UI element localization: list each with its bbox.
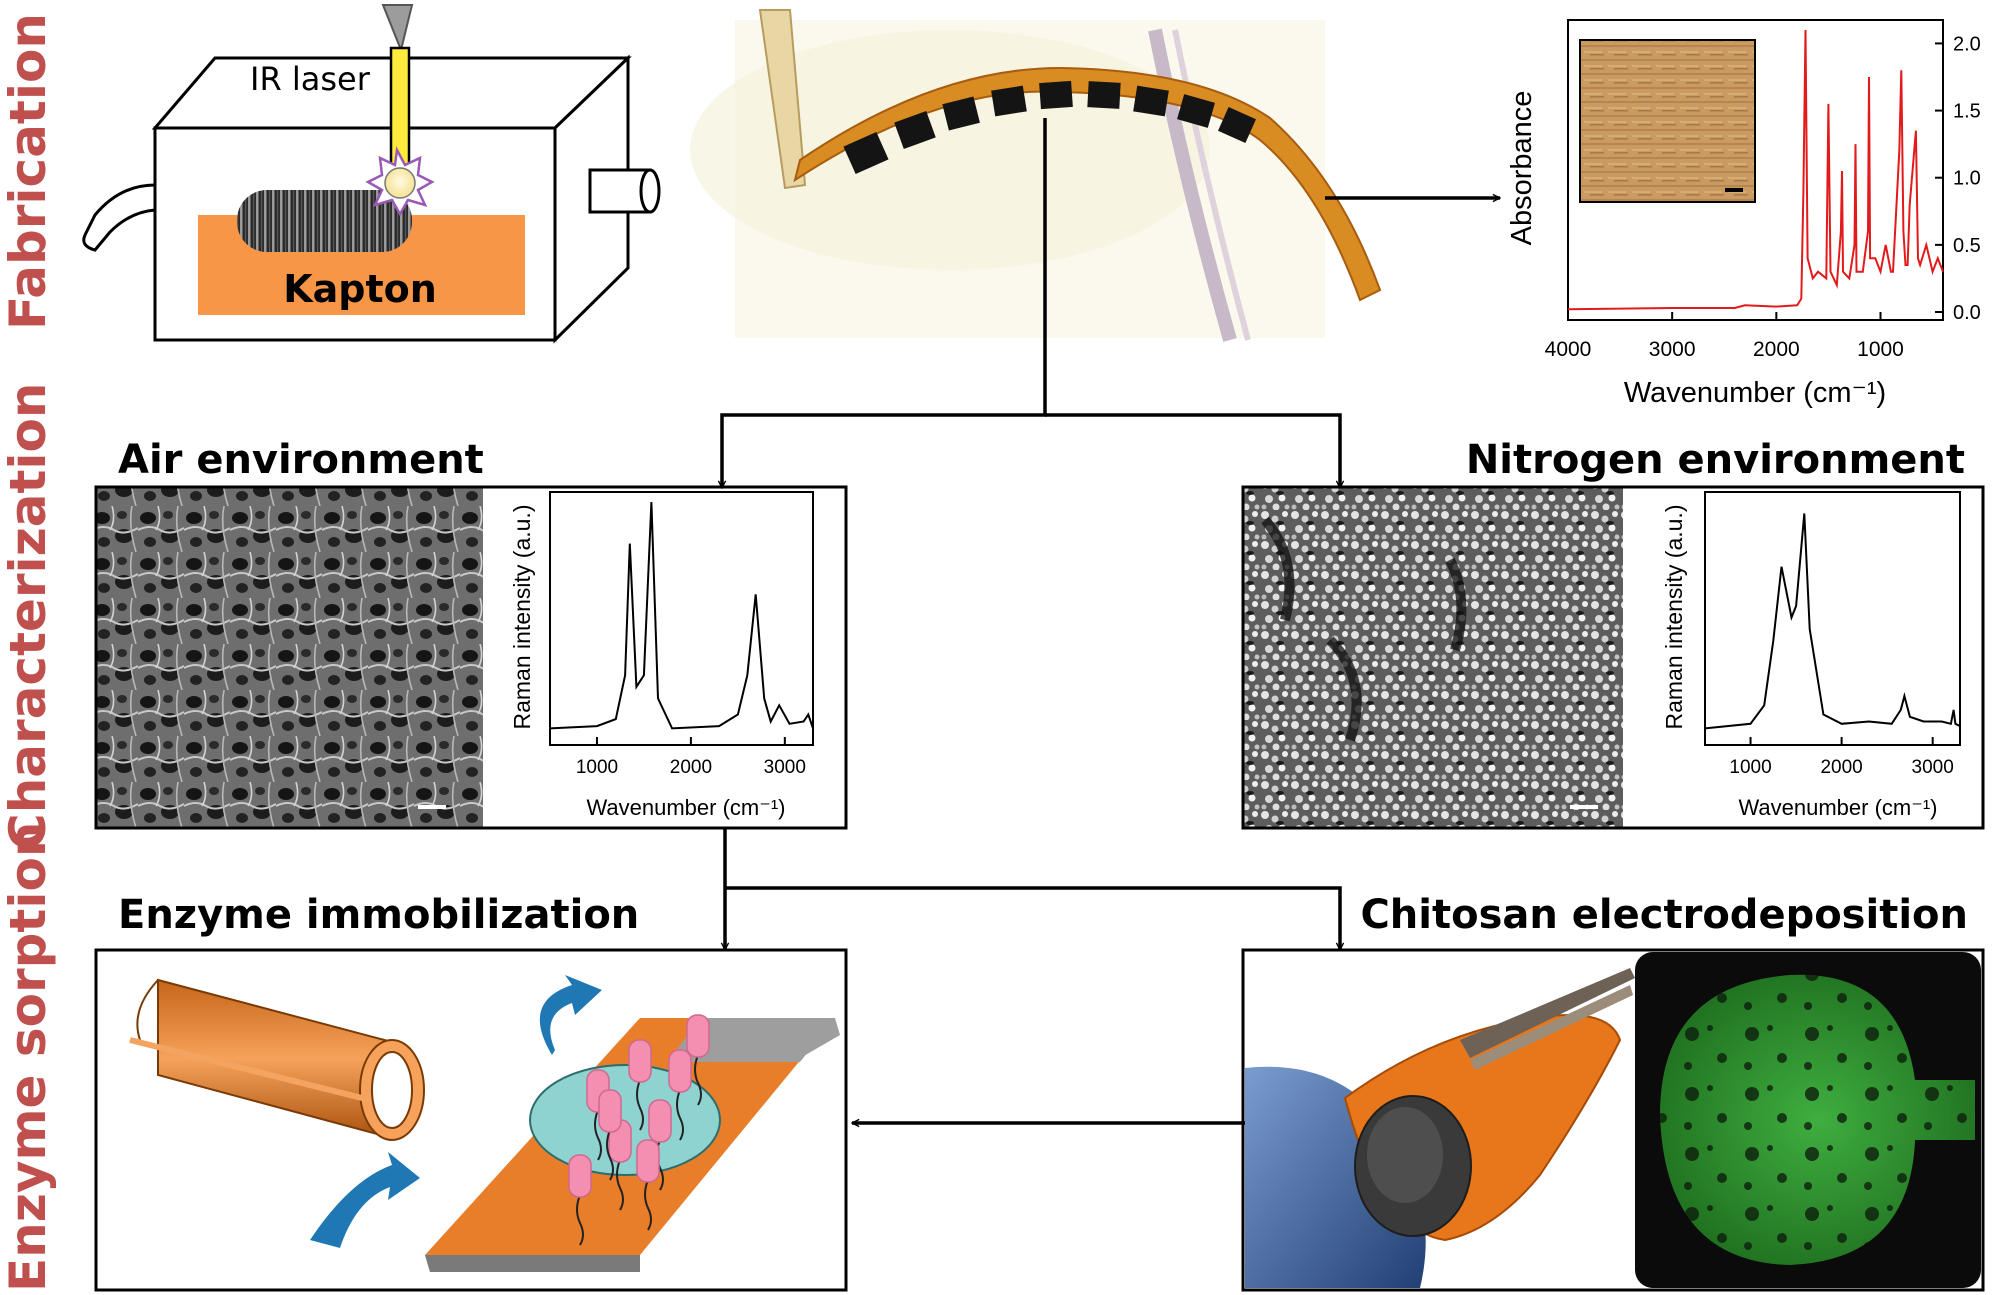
kapton-micrograph	[1579, 39, 1756, 203]
rotate-arrow-icon	[310, 1152, 420, 1248]
section-label-characterization: Characterization	[0, 382, 57, 850]
enzyme-immobilization-panel	[94, 948, 848, 1292]
arrow-to-air	[722, 118, 1047, 488]
ftir-x-tick-label: 3000	[1649, 338, 1696, 361]
enzyme-molecule-icon	[628, 1039, 652, 1083]
section-label-enzyme-sorption: Enzyme sorption	[0, 822, 57, 1292]
enzyme-linker	[676, 1089, 684, 1141]
rolled-electrode-tube	[129, 978, 425, 1141]
ftir-chart: 4000 3000 2000 1000 2.0 1.5 1.0 0.5 0.0 Absorba…	[1506, 19, 1981, 409]
exhaust-port-icon	[588, 168, 661, 214]
ftir-x-tick-label: 1000	[1857, 338, 1904, 361]
air-ylabel: Raman intensity (a.u.)	[509, 505, 535, 730]
ftir-xlabel: Wavenumber (cm⁻¹)	[1624, 377, 1886, 409]
raman-x-tick-label: 2000	[1820, 757, 1862, 778]
ftir-y-tick-label: 0.0	[1953, 302, 1981, 324]
enzyme-linker	[576, 1194, 584, 1246]
enzyme-molecule-icon	[598, 1089, 622, 1133]
ftir-y-tick-label: 1.0	[1953, 168, 1981, 190]
air-panel-title: Air environment	[118, 437, 484, 483]
raman-x-tick-label: 2000	[670, 757, 712, 778]
flow-connectors	[722, 118, 1500, 1123]
raman-x-tick-label: 3000	[1912, 757, 1954, 778]
nitrogen-ylabel: Raman intensity (a.u.)	[1661, 505, 1687, 730]
air-xlabel: Wavenumber (cm⁻¹)	[586, 795, 785, 820]
nitrogen-environment-panel: 1000 2000 3000 Raman intensity (a.u.) Wave…	[1241, 485, 1985, 830]
air-environment-panel: 1000 2000 3000 Raman intensity (a.u.) Wave…	[94, 485, 848, 830]
ftir-y-tick-label: 0.5	[1953, 235, 1981, 257]
ftir-x-tick-label: 2000	[1753, 338, 1800, 361]
air-raman-line	[549, 501, 814, 730]
arrow-to-nitrogen	[1045, 413, 1340, 488]
enzyme-molecule-icon	[686, 1014, 710, 1058]
nitrogen-raman-line	[1704, 513, 1961, 730]
enzyme-molecule-icon	[648, 1099, 672, 1143]
ftir-series-line	[1567, 29, 1944, 311]
laser-setup-box: IR laser Kapton	[82, 4, 661, 344]
fluorescence-micrograph	[1635, 952, 1981, 1288]
laser-written-pattern	[237, 190, 412, 252]
enzyme-linker	[616, 1159, 624, 1211]
nitrogen-panel-title: Nitrogen environment	[1466, 437, 1965, 483]
ftir-y-tick-label: 1.5	[1953, 101, 1981, 123]
enzyme-molecule-icon	[668, 1049, 692, 1093]
scale-bar	[1570, 805, 1598, 809]
enzyme-molecules	[568, 1014, 710, 1246]
scale-bar	[1725, 188, 1743, 192]
ir-laser-label: IR laser	[250, 60, 371, 98]
enzyme-linker	[594, 1109, 602, 1161]
air-sem-image	[96, 487, 483, 827]
nitrogen-sem-image	[1243, 487, 1623, 827]
raman-x-tick-label: 1000	[576, 757, 618, 778]
enzyme-linker	[644, 1179, 652, 1231]
rotate-arrow-icon	[539, 975, 602, 1055]
enzyme-linker	[606, 1129, 614, 1181]
enzyme-linker	[636, 1079, 644, 1131]
laser-nozzle-icon	[381, 4, 414, 54]
kapton-label: Kapton	[283, 267, 437, 311]
gloved-hand-photo	[1245, 952, 1635, 1288]
flexible-electrode-strip-photo	[690, 9, 1382, 342]
chitosan-panel-title: Chitosan electrodeposition	[1360, 892, 1968, 938]
arrow-to-chitosan	[725, 886, 1340, 950]
enzyme-molecule-icon	[636, 1139, 660, 1183]
ftir-x-tick-label: 4000	[1545, 338, 1592, 361]
ftir-y-tick-label: 2.0	[1953, 33, 1981, 55]
enzyme-molecule-icon	[568, 1154, 592, 1198]
raman-x-tick-label: 3000	[764, 757, 806, 778]
ftir-ylabel: Absorbance	[1506, 91, 1538, 246]
section-label-fabrication: Fabrication	[0, 13, 57, 330]
enzyme-panel-title: Enzyme immobilization	[118, 892, 639, 938]
enzyme-linker	[694, 1054, 702, 1106]
chitosan-electrodeposition-panel	[1241, 948, 1985, 1292]
scale-bar	[418, 805, 446, 809]
nitrogen-xlabel: Wavenumber (cm⁻¹)	[1738, 795, 1937, 820]
cable-tube	[82, 183, 157, 252]
raman-x-tick-label: 1000	[1729, 757, 1771, 778]
